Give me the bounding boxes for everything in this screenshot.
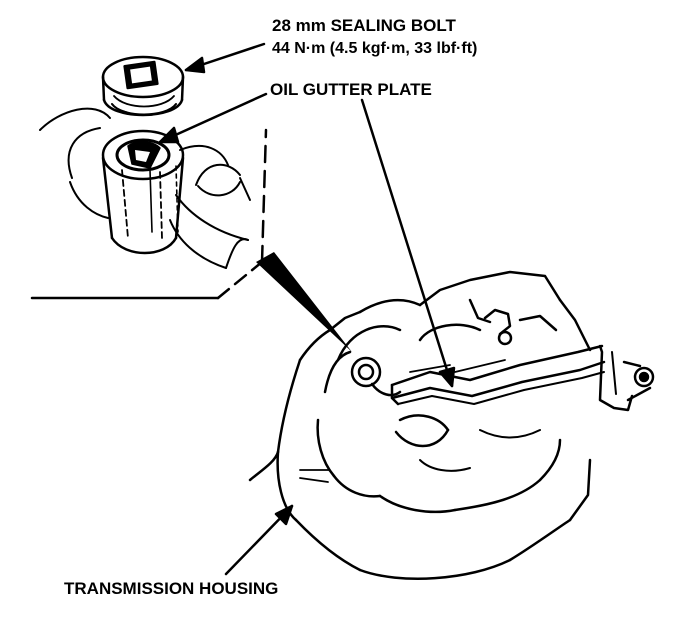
oil-gutter-plate	[390, 344, 655, 412]
sealing-bolt-torque-label: 44 N·m (4.5 kgf·m, 33 lbf·ft)	[272, 40, 478, 57]
bolt-boss	[101, 129, 185, 255]
detail-callout-wedge	[256, 252, 352, 352]
leader-lines	[158, 42, 456, 576]
inset-casing	[39, 107, 251, 269]
transmission-housing-label: TRANSMISSION HOUSING	[64, 579, 279, 598]
oil-gutter-plate-label: OIL GUTTER PLATE	[270, 80, 432, 99]
transmission-housing	[248, 270, 592, 580]
sealing-bolt-size-label: 28 mm SEALING BOLT	[272, 16, 456, 35]
sealing-bolt	[101, 55, 185, 117]
inset-border	[30, 128, 268, 300]
